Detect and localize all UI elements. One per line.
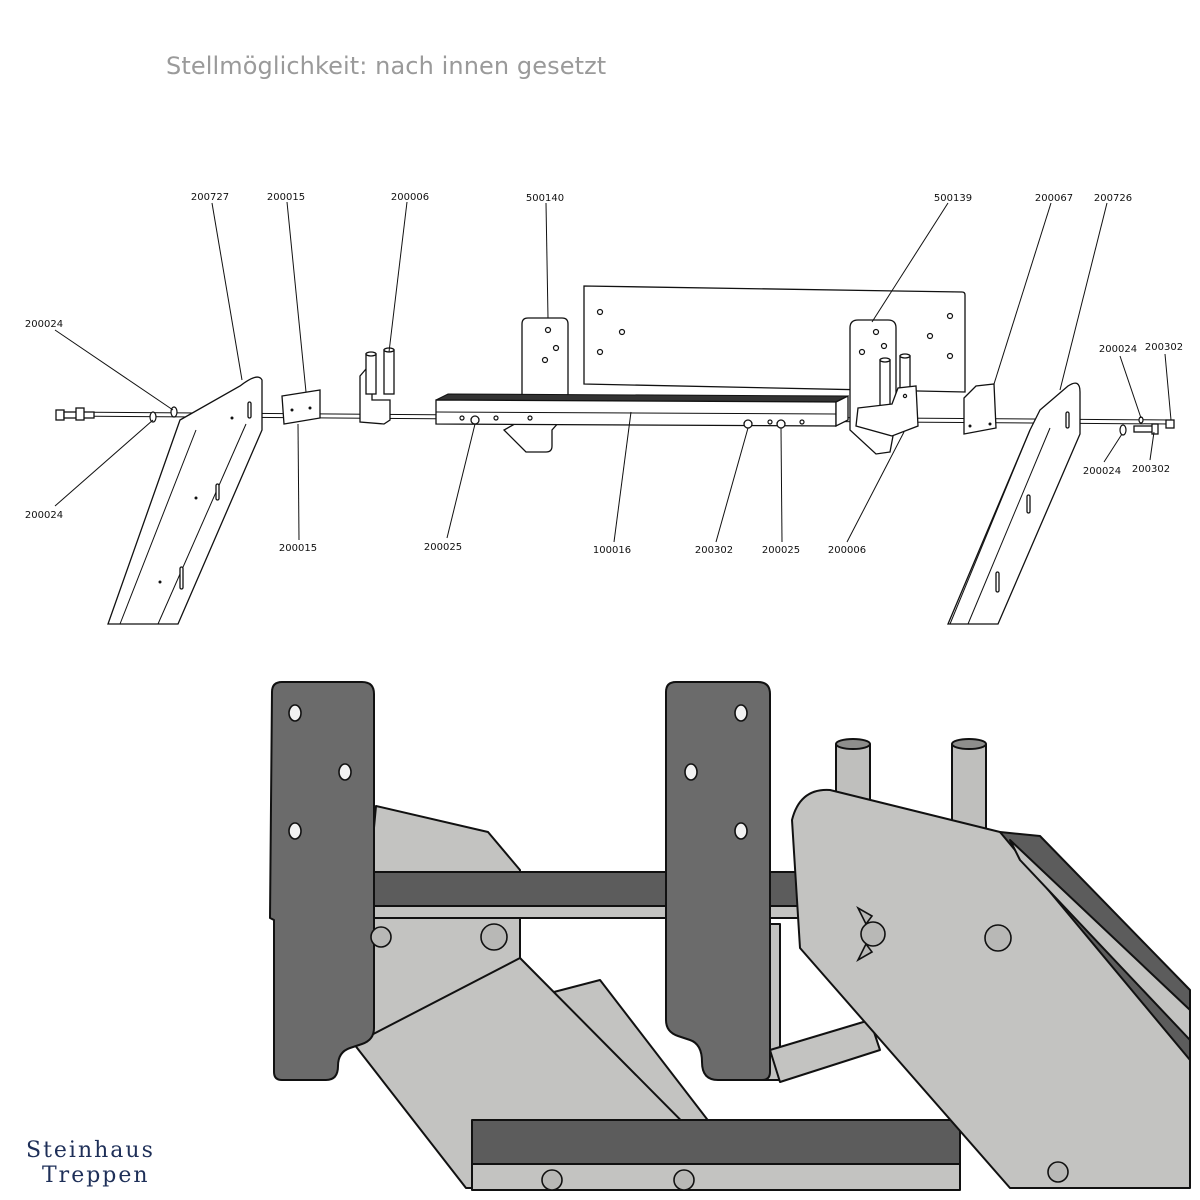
tube-right: [951, 743, 987, 835]
part-label: 200015: [279, 543, 317, 554]
part-label: 200024: [25, 510, 63, 521]
exploded-view-drawing: 200727 200015 200006 500140 500139 20006…: [25, 192, 1183, 625]
part-label: 200024: [1099, 344, 1137, 355]
leader-lines: [54, 201, 1172, 543]
part-label: 200006: [391, 192, 429, 203]
tube-left-top: [835, 738, 871, 750]
left-nut: [170, 406, 178, 418]
middle-plate-foot: [769, 1019, 881, 1083]
part-label: 200024: [25, 319, 63, 330]
logo-line-1: Steinhaus: [26, 1138, 155, 1163]
lower-bar-face: [471, 1163, 961, 1191]
part-label: 200025: [424, 542, 462, 553]
left-washer: [149, 411, 157, 423]
hex-nut-lower: [673, 1169, 695, 1191]
bracket-500140: [502, 317, 569, 453]
assembly-render: [269, 681, 1191, 1191]
part-label: 500139: [934, 193, 972, 204]
bracket-hole: [288, 822, 302, 840]
bracket-hole: [338, 763, 352, 781]
part-label: 200025: [762, 545, 800, 556]
wing-nut-lower: [1047, 1161, 1069, 1183]
tread-100016: [435, 393, 849, 428]
part-label: 200015: [267, 192, 305, 203]
plate-200067: [963, 383, 997, 435]
part-label: 200302: [1145, 342, 1183, 353]
bracket-hole: [684, 763, 698, 781]
right-stringer-bevel: [1009, 839, 1191, 1041]
hex-nut-lower: [541, 1169, 563, 1191]
logo-line-2: Treppen: [42, 1163, 150, 1188]
right-bolt: [1133, 419, 1175, 435]
bracket-200006-right: [855, 353, 919, 437]
part-label: 500140: [526, 193, 564, 204]
bracket-hole: [288, 704, 302, 722]
part-label: 200302: [695, 545, 733, 556]
hex-nut: [370, 926, 392, 948]
brand-logo: Steinhaus Treppen: [26, 1138, 155, 1188]
part-label: 200302: [1132, 464, 1170, 475]
right-dark-bracket: [665, 681, 771, 1081]
hex-nut: [984, 924, 1012, 952]
bolt-200302-mid: [743, 419, 753, 429]
hex-nut: [480, 923, 508, 951]
part-label: 200067: [1035, 193, 1073, 204]
plate-200015-left: [281, 389, 321, 425]
wing-nut: [860, 921, 886, 947]
right-bracket-plate: [791, 788, 1191, 1189]
bracket-hole: [734, 822, 748, 840]
part-label: 200726: [1094, 193, 1132, 204]
nut-200025-right: [776, 419, 786, 429]
diagram-heading: Stellmöglichkeit: nach innen gesetzt: [166, 52, 607, 80]
left-dark-bracket: [269, 681, 375, 1081]
part-label: 200024: [1083, 466, 1121, 477]
part-labels: 200727 200015 200006 500140 500139 20006…: [25, 192, 1183, 556]
wing-nut-wings: [856, 905, 874, 963]
right-washer: [1119, 424, 1127, 436]
left-bolt: [55, 407, 95, 421]
part-label: 100016: [593, 545, 631, 556]
tube-right-top: [951, 738, 987, 750]
nut-200025-left: [470, 415, 480, 425]
bracket-hole: [734, 704, 748, 722]
part-label: 200006: [828, 545, 866, 556]
right-stringer: [947, 382, 1081, 625]
left-stringer: [107, 376, 263, 625]
part-label: 200727: [191, 192, 229, 203]
lower-bar: [471, 1119, 961, 1165]
bracket-200006-left: [359, 347, 395, 425]
